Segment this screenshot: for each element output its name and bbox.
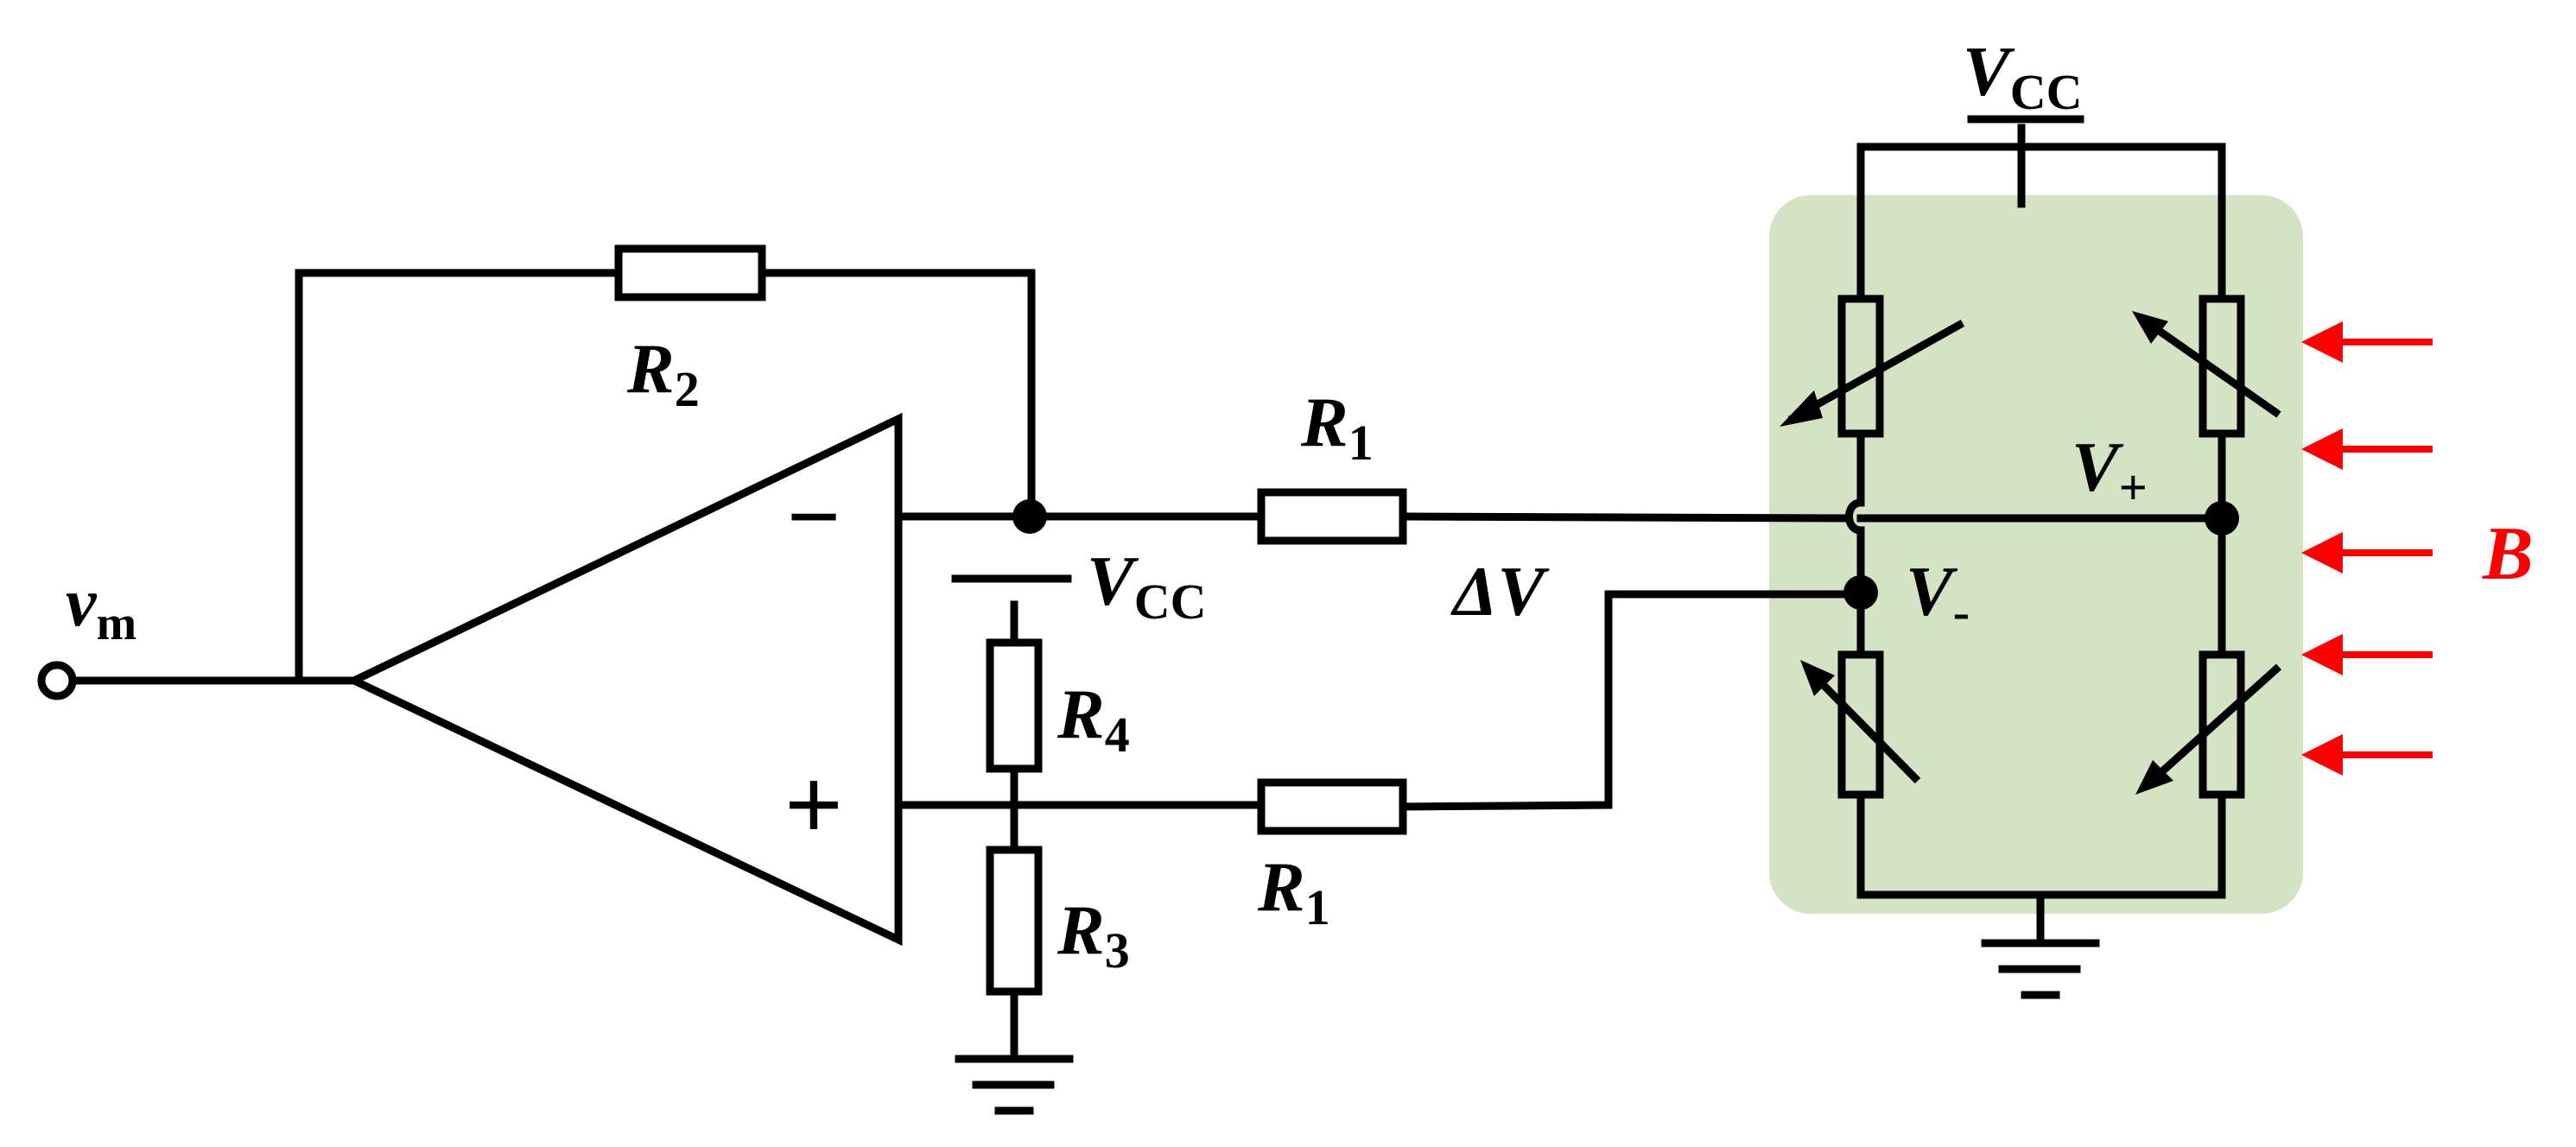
node-inverting <box>1012 499 1047 534</box>
opamp-plus-sign: + <box>784 747 843 862</box>
label-v-minus: V- <box>1906 552 1970 640</box>
inverting-input-path <box>894 488 1848 545</box>
bridge-ground <box>1856 890 2226 999</box>
bridge-sensor-panel <box>1769 195 2303 914</box>
label-r4: R4 <box>1056 675 1130 763</box>
variable-arrow-top-left <box>1780 320 1965 427</box>
label-vcc-bridge: VCC <box>1963 32 2082 120</box>
resistor-r3 <box>986 846 1043 996</box>
label-b-field: B <box>2482 512 2534 596</box>
feedback-loop <box>295 244 1036 685</box>
resistor-r1-bottom <box>1257 778 1407 835</box>
ground-symbol-divider <box>955 1055 1074 1115</box>
label-v-plus: V+ <box>2072 428 2148 516</box>
label-vcc-divider: VCC <box>1087 542 1206 630</box>
bridge-supply <box>1856 115 2226 263</box>
label-r3: R3 <box>1056 890 1130 979</box>
magnetic-field-arrows <box>2301 321 2433 776</box>
output-terminal <box>37 661 358 700</box>
label-output-vm: vm <box>66 565 136 650</box>
resistor-r1-top <box>1257 488 1407 545</box>
magnetoresistor-top-left <box>1837 295 1884 438</box>
label-r1-top: R1 <box>1300 383 1374 471</box>
resistor-r4 <box>986 638 1043 773</box>
opamp-minus-sign: − <box>787 464 841 569</box>
label-r1-bottom: R1 <box>1257 847 1330 935</box>
label-delta-v: ΔV <box>1450 552 1550 631</box>
noninverting-input-path <box>894 590 1869 835</box>
resistor-r2 <box>614 244 766 301</box>
variable-arrow-bottom-left <box>1800 660 1921 784</box>
reference-divider <box>951 574 1074 1115</box>
label-r2: R2 <box>626 329 700 417</box>
variable-arrow-bottom-right <box>2135 663 2282 795</box>
variable-arrow-top-right <box>2132 311 2281 418</box>
bridge-left-arm <box>1837 255 1884 899</box>
magnetoresistor-bottom-right <box>2198 650 2245 799</box>
opamp-triangle <box>345 412 903 947</box>
